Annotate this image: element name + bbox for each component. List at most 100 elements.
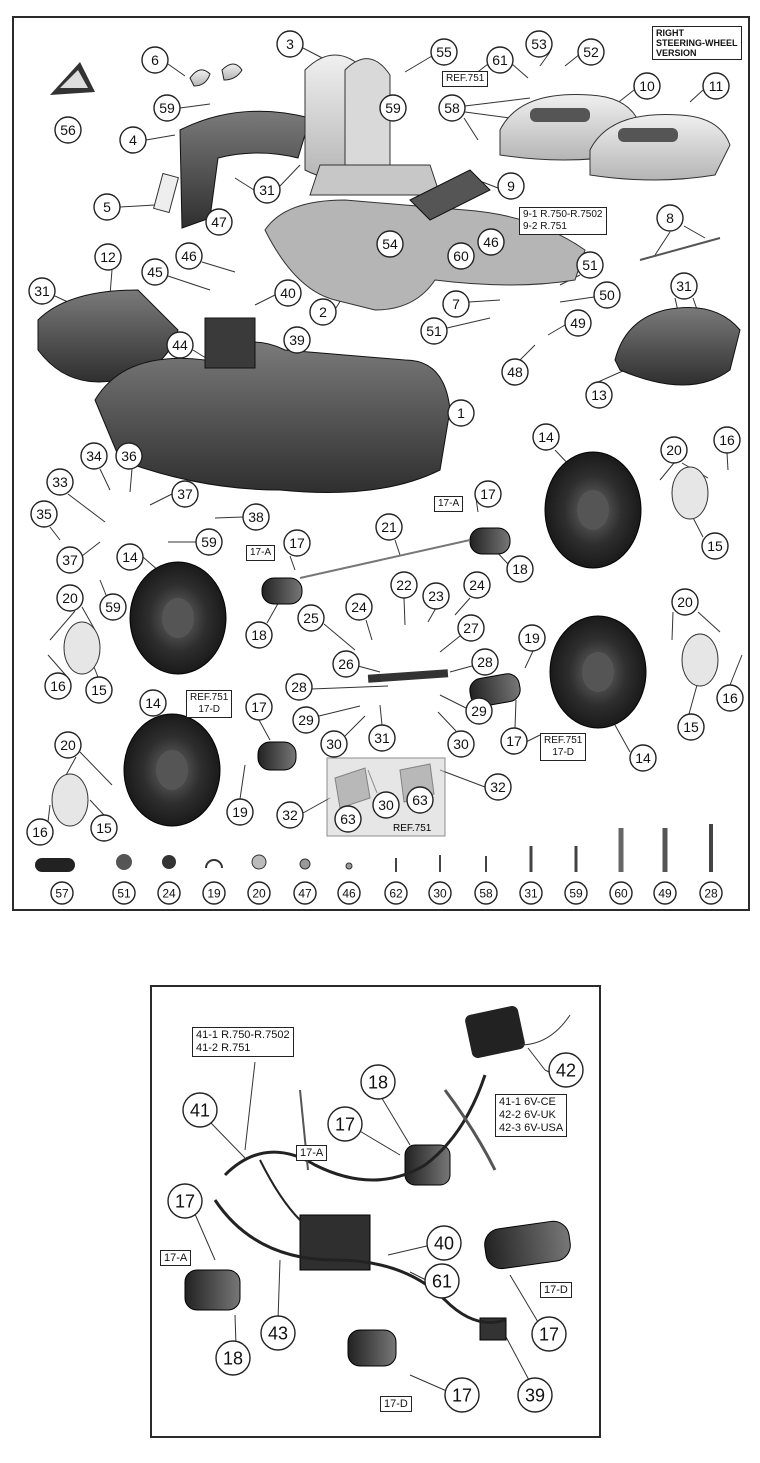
callout-number: 28 — [477, 654, 493, 670]
callout-number: 23 — [428, 588, 444, 604]
part-callout-22: 22 — [390, 571, 418, 599]
callout-circle — [477, 228, 505, 256]
part-callout-29: 29 — [292, 706, 320, 734]
callout-circle — [28, 277, 56, 305]
callout-number: 32 — [282, 807, 298, 823]
part-callout-30: 30 — [372, 791, 400, 819]
part-callout-32: 32 — [276, 801, 304, 829]
callout-number: 18 — [251, 627, 267, 643]
callout-number: 58 — [479, 886, 493, 900]
callout-circle — [112, 881, 136, 905]
part-callout-17: 17 — [283, 529, 311, 557]
part-callout-14: 14 — [629, 744, 657, 772]
part-callout-17: 17 — [167, 1183, 203, 1219]
part-callout-51: 51 — [420, 317, 448, 345]
callout-number: 17 — [506, 733, 522, 749]
part-callout-13: 13 — [585, 381, 613, 409]
callout-circle — [702, 72, 730, 100]
callout-number: 40 — [434, 1233, 454, 1253]
part-callout-16: 16 — [713, 426, 741, 454]
callout-circle — [585, 381, 613, 409]
callout-number: 51 — [117, 886, 131, 900]
part-callout-40: 40 — [274, 279, 302, 307]
callout-number: 53 — [531, 36, 547, 52]
cap-icon — [162, 855, 176, 869]
callout-number: 47 — [298, 886, 312, 900]
callout-number: 4 — [129, 132, 137, 148]
callout-circle — [195, 528, 223, 556]
callout-number: 22 — [396, 577, 412, 593]
callout-number: 46 — [342, 886, 356, 900]
callout-circle — [293, 881, 317, 905]
part-callout-39: 39 — [283, 326, 311, 354]
part-callout-41: 41 — [182, 1092, 218, 1128]
part-callout-37: 37 — [56, 546, 84, 574]
callout-number: 57 — [55, 886, 69, 900]
callout-number: 20 — [666, 442, 682, 458]
part-callout-62: 62 — [384, 881, 408, 905]
part-callout-28: 28 — [699, 881, 723, 905]
callout-circle — [713, 426, 741, 454]
callout-circle — [609, 881, 633, 905]
part-callout-59: 59 — [99, 593, 127, 621]
callout-number: 26 — [338, 656, 354, 672]
part-callout-25: 25 — [297, 604, 325, 632]
callout-circle — [320, 730, 348, 758]
cap-icon — [116, 854, 132, 870]
part-callout-3: 3 — [276, 30, 304, 58]
wiring-parts — [184, 1005, 571, 1367]
tire-icon — [549, 615, 647, 729]
callout-circle — [716, 684, 744, 712]
callout-number: 19 — [232, 804, 248, 820]
callout-number: 61 — [492, 52, 508, 68]
part-callout-1: 1 — [447, 399, 475, 427]
callout-number: 49 — [570, 315, 586, 331]
callout-circle — [80, 442, 108, 470]
callout-circle — [438, 94, 466, 122]
part-callout-20: 20 — [54, 731, 82, 759]
callout-circle — [215, 1340, 251, 1376]
label-17a-box: 17-A — [434, 496, 464, 512]
callout-circle — [283, 529, 311, 557]
callout-number: 31 — [259, 182, 275, 198]
callout-circle — [501, 358, 529, 386]
callout-number: 17 — [251, 699, 267, 715]
callout-circle — [368, 724, 396, 752]
callout-circle — [471, 648, 499, 676]
part-callout-58: 58 — [438, 94, 466, 122]
callout-circle — [463, 571, 491, 599]
callout-number: 31 — [34, 283, 50, 299]
ref751-top-box: REF.751 — [442, 71, 489, 87]
callout-number: 1 — [457, 405, 465, 421]
callout-number: 55 — [436, 44, 452, 60]
part-callout-16: 16 — [716, 684, 744, 712]
callout-circle — [379, 94, 407, 122]
callout-circle — [447, 730, 475, 758]
part-callout-49: 49 — [564, 309, 592, 337]
part-callout-31: 31 — [519, 881, 543, 905]
callout-number: 29 — [471, 703, 487, 719]
callout-number: 17 — [335, 1114, 355, 1134]
tire-icon — [123, 713, 221, 827]
callout-number: 60 — [453, 248, 469, 264]
part-callout-15: 15 — [677, 713, 705, 741]
callout-number: 14 — [145, 695, 161, 711]
part-callout-50: 50 — [593, 281, 621, 309]
part-callout-7: 7 — [442, 290, 470, 318]
callout-number: 44 — [172, 337, 188, 353]
callout-circle — [139, 689, 167, 717]
callout-number: 39 — [289, 332, 305, 348]
callout-circle — [701, 532, 729, 560]
callout-number: 35 — [36, 506, 52, 522]
part-callout-5: 5 — [93, 193, 121, 221]
callout-circle — [167, 1183, 203, 1219]
callout-circle — [332, 650, 360, 678]
callout-number: 47 — [211, 214, 227, 230]
part-callout-21: 21 — [375, 513, 403, 541]
callout-number: 15 — [96, 820, 112, 836]
callout-circle — [457, 614, 485, 642]
callout-number: 27 — [463, 620, 479, 636]
